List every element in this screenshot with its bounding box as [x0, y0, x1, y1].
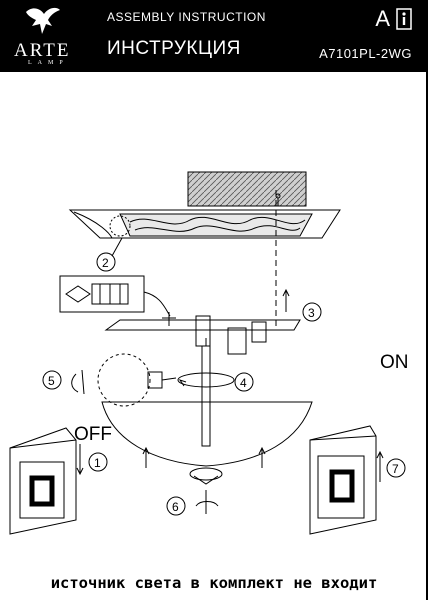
step-3-marker: 3: [302, 302, 322, 322]
switch-on-label: ON: [380, 352, 409, 373]
model-number: A7101PL-2WG: [319, 46, 412, 61]
step-7-marker: 7: [386, 458, 406, 478]
mounting-plate: [104, 288, 301, 355]
title-russian: ИНСТРУКЦИЯ: [107, 38, 241, 59]
step-6-marker: 6: [166, 496, 186, 516]
svg-text:2: 2: [102, 256, 109, 270]
finial: [189, 467, 223, 514]
center-rod: [177, 338, 235, 447]
class-letter: A: [375, 6, 390, 31]
step-1-marker: 1: [88, 452, 108, 472]
svg-text:5: 5: [48, 374, 55, 388]
switch-on-panel: [309, 425, 384, 535]
ceiling-block: [187, 171, 307, 207]
decorative-rim: [68, 190, 341, 330]
switch-off-label: OFF: [74, 424, 112, 445]
bulb-outline: [71, 353, 177, 407]
header-bar: ARTE LAMP ASSEMBLY INSTRUCTION ИНСТРУКЦИ…: [0, 0, 428, 72]
page-edge: [426, 0, 428, 600]
svg-text:4: 4: [240, 376, 247, 390]
step-4-marker: 4: [234, 372, 254, 392]
step-5-marker: 5: [42, 370, 62, 390]
footer-note-bar: источник света в комплект не входит: [0, 568, 428, 600]
wire-connector-box: [59, 275, 171, 317]
svg-text:6: 6: [172, 500, 179, 514]
svg-text:1: 1: [94, 456, 101, 470]
brand-sub: LAMP: [28, 60, 69, 66]
info-icon: [396, 8, 412, 30]
title-english: ASSEMBLY INSTRUCTION: [107, 10, 266, 24]
step-2-marker: 2: [96, 237, 123, 272]
svg-text:3: 3: [308, 306, 315, 320]
assembly-diagram: 2 3: [9, 171, 406, 535]
glass-bowl: [101, 401, 313, 468]
svg-text:7: 7: [392, 462, 399, 476]
bird-logo-icon: [26, 7, 60, 34]
brand-logo: ARTE: [14, 40, 71, 61]
switch-off-panel: [9, 427, 84, 535]
footer-note: источник света в комплект не входит: [50, 574, 378, 592]
